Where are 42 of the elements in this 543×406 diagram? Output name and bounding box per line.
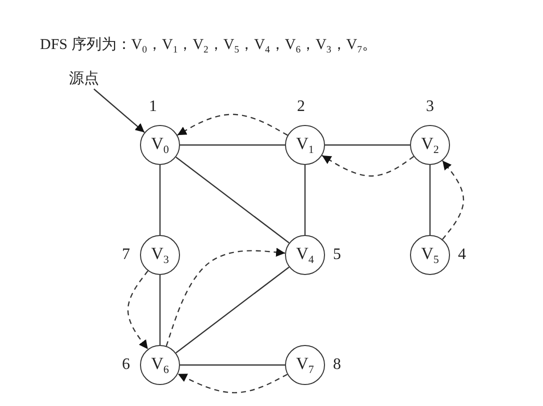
dashed-arrow: [322, 154, 414, 177]
graph-edge: [176, 266, 290, 354]
vertex-label: V$_{6}$: [151, 354, 169, 376]
dashed-arrow: [178, 373, 288, 394]
dashed-arrow: [177, 114, 288, 136]
visit-order-number: 6: [122, 356, 130, 374]
graph-edge: [304, 165, 306, 235]
arrow: [94, 88, 145, 133]
dashed-arrow: [442, 160, 464, 240]
vertex-circle: [140, 345, 180, 385]
visit-order-number: 4: [458, 246, 466, 264]
graph-edge: [159, 165, 161, 235]
title-text: DFS 序列为：V$_{0}$，V$_{1}$，V$_{2}$，V$_{5}$，V$_{4}$，V$_{6}$，V$_{3}$，V$_{7}$。: [40, 35, 378, 56]
vertex-label: V$_{4}$: [296, 244, 314, 266]
vertex-label: V$_{7}$: [296, 354, 314, 376]
visit-order-number: 3: [426, 98, 434, 116]
vertex-label: V$_{1}$: [296, 134, 314, 156]
graph-edge: [180, 364, 285, 366]
dashed-arrow: [127, 270, 148, 350]
visit-order-number: 2: [297, 98, 305, 116]
graph-edge: [325, 144, 410, 146]
graph-edge: [176, 156, 290, 244]
vertex-circle: [140, 125, 180, 165]
vertex-circle: [410, 235, 450, 275]
visit-order-number: 8: [333, 356, 341, 374]
visit-order-number: 7: [122, 246, 130, 264]
vertex-circle: [140, 235, 180, 275]
vertex-circle: [410, 125, 450, 165]
visit-order-number: 5: [333, 246, 341, 264]
graph-edge: [180, 144, 285, 146]
graph-edge: [429, 165, 431, 235]
vertex-label: V$_{3}$: [151, 244, 169, 266]
vertex-label: V$_{5}$: [421, 244, 439, 266]
vertex-label: V$_{0}$: [151, 134, 169, 156]
graph-edge: [159, 275, 161, 345]
vertex-circle: [285, 345, 325, 385]
dashed-arrow: [166, 248, 286, 346]
source-label: 源点: [64, 67, 104, 89]
vertex-circle: [285, 125, 325, 165]
vertex-circle: [285, 235, 325, 275]
visit-order-number: 1: [149, 98, 157, 116]
vertex-label: V$_{2}$: [421, 134, 439, 156]
